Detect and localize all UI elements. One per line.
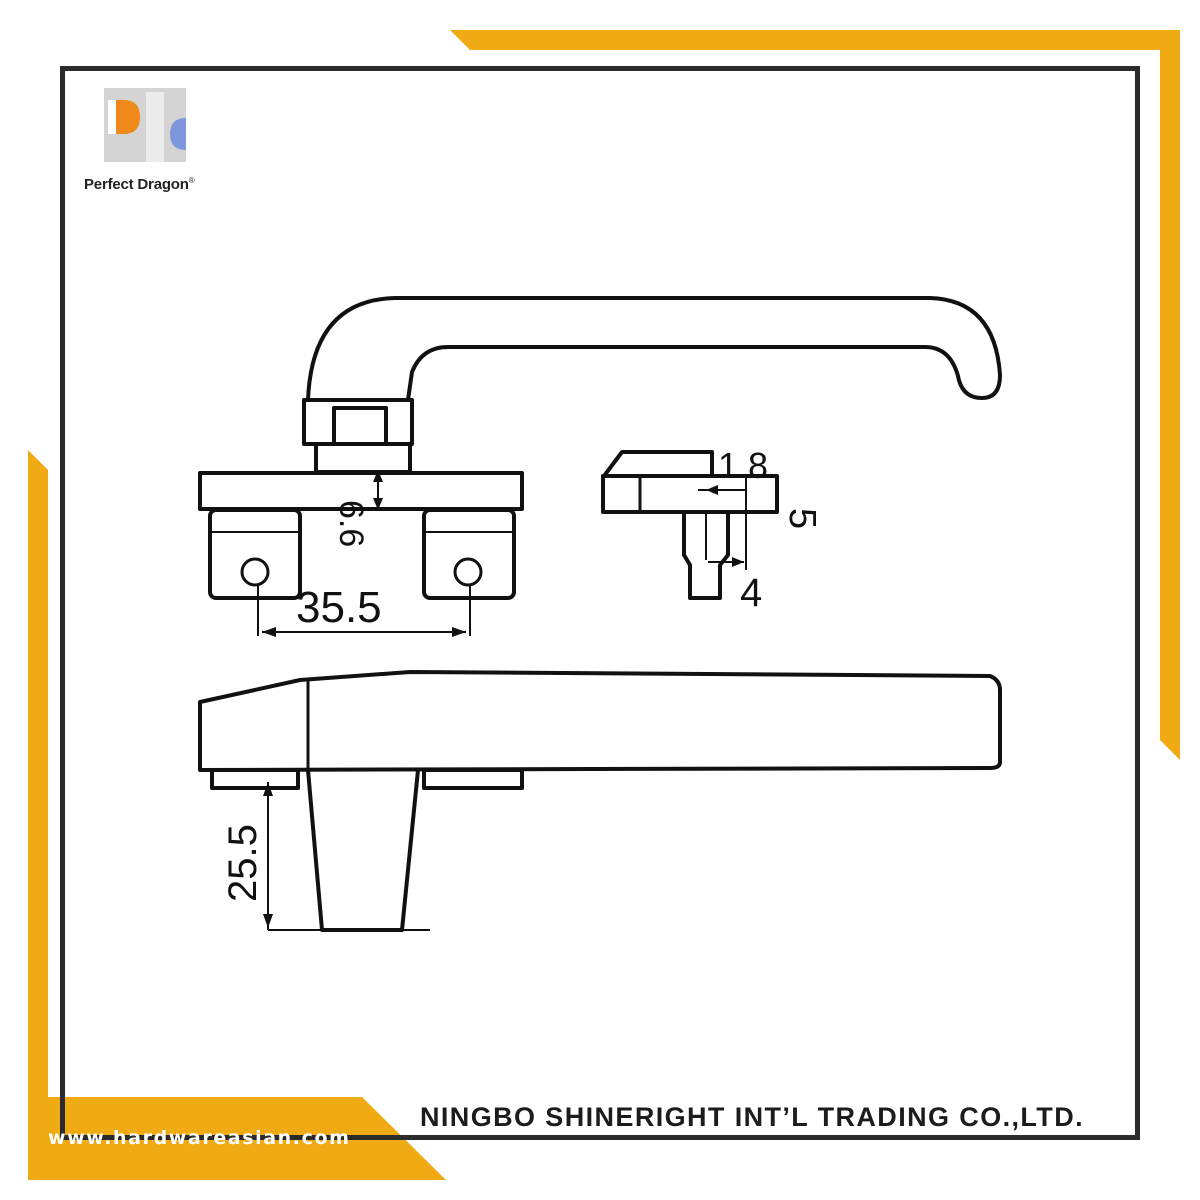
hub-neck [314, 442, 412, 474]
bottom-pad-right [422, 768, 524, 790]
hub-inner [332, 406, 388, 446]
content-frame [60, 66, 1140, 1140]
dim-spindle-length: 25.5 [221, 824, 265, 902]
dim-spindle-width: 1.8 [718, 445, 768, 486]
brand-name: Perfect Dragon® [84, 176, 195, 193]
left-screw-hole [240, 557, 270, 587]
bottom-pad-left [210, 768, 300, 790]
left-boss [208, 508, 302, 600]
bottom-spindle [306, 768, 420, 932]
company-name: NINGBO SHINERIGHT INT’L TRADING CO.,LTD. [420, 1102, 1084, 1132]
accent-left [28, 450, 48, 1097]
perfect-dragon-logo [104, 88, 186, 162]
right-screw-hole [453, 557, 483, 587]
dim-base-height: 6.6 [332, 500, 370, 547]
handle-body-side [198, 670, 1002, 772]
website-url[interactable]: www.hardwareasian.com [48, 1127, 351, 1149]
dim-spindle-height: 5 [781, 508, 823, 529]
base-plate [198, 471, 524, 511]
dim-hole-spacing: 35.5 [296, 583, 382, 632]
dim-spindle-depth: 4 [740, 571, 762, 615]
lever-outline [306, 296, 1002, 402]
spindle-head [602, 450, 714, 478]
spindle-shaft [682, 510, 730, 600]
spindle-plate [601, 474, 779, 514]
